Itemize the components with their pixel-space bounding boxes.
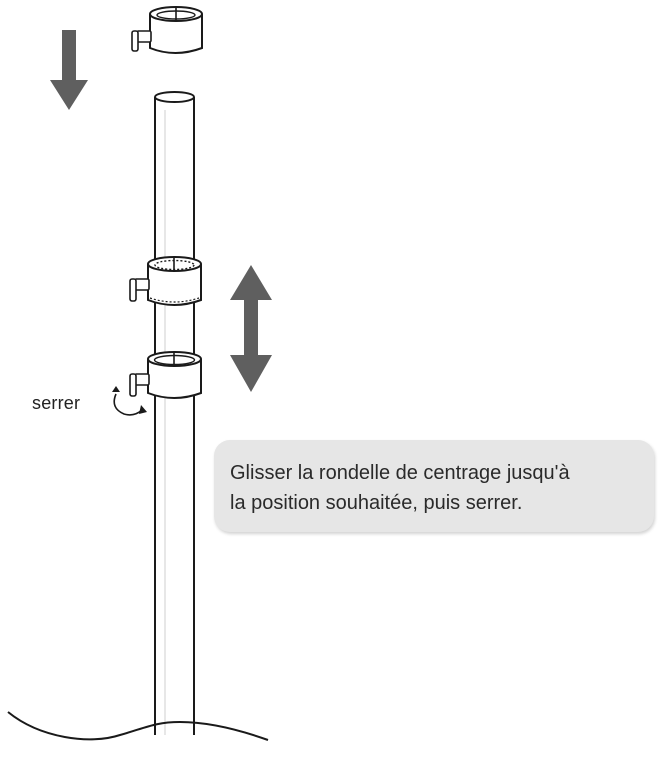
arrow-down-icon — [50, 30, 88, 110]
centering-ring-top — [131, 6, 203, 54]
rotate-arrow-icon — [112, 386, 147, 416]
pole-tube — [154, 91, 195, 735]
instruction-callout: Glisser la rondelle de centrage jusqu'à … — [214, 440, 654, 532]
tighten-label: serrer — [32, 393, 81, 413]
centering-ring-middle — [129, 256, 202, 306]
instruction-line-1: Glisser la rondelle de centrage jusqu'à — [230, 462, 570, 484]
arrow-up-down-icon — [230, 265, 272, 392]
instruction-line-2: la position souhaitée, puis serrer. — [230, 492, 523, 514]
ground-line — [7, 711, 269, 741]
centering-ring-bottom — [129, 351, 202, 399]
